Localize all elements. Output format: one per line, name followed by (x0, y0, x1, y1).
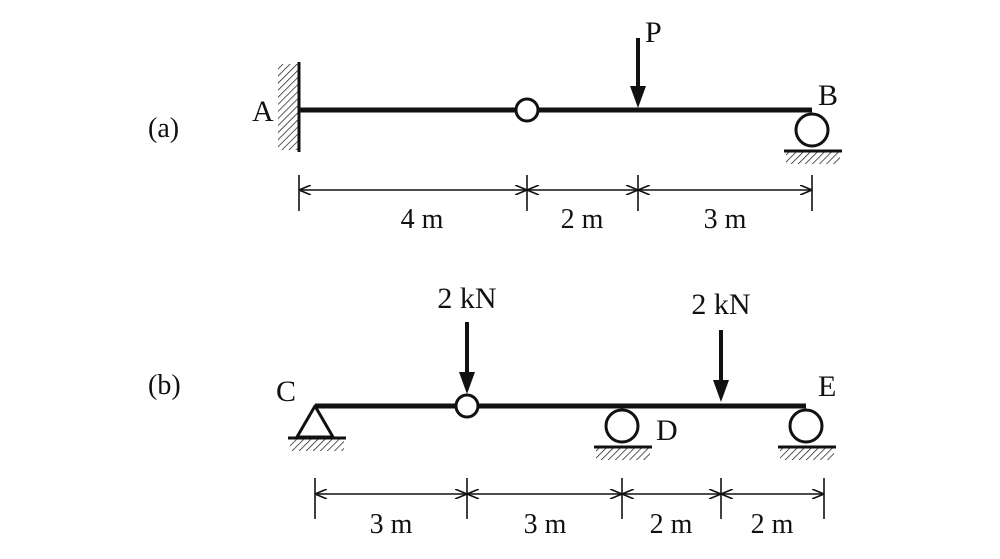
dim-b-1: 3 m (370, 509, 413, 540)
caption-a: (a) (148, 113, 179, 144)
fixed-support-a (278, 62, 301, 152)
hinge-b (454, 393, 480, 419)
load-2-label: 2 kN (691, 288, 750, 321)
dim-a-3: 3 m (704, 204, 747, 235)
load-p-arrow (630, 38, 646, 108)
dim-b-4: 2 m (751, 509, 794, 540)
dim-a-2: 2 m (561, 204, 604, 235)
dimension-lines-b (314, 478, 825, 519)
label-c: C (276, 375, 296, 408)
roller-support-d (594, 408, 652, 460)
roller-support-e (778, 408, 836, 460)
load-2-arrow (713, 330, 729, 402)
load-1-arrow (459, 322, 475, 394)
load-1-label: 2 kN (437, 282, 496, 315)
dimension-lines-a (298, 175, 813, 211)
dim-a-1: 4 m (401, 204, 444, 235)
diagram-a: (a) A P B (148, 16, 842, 235)
roller-support-b (784, 112, 842, 164)
pin-support-c (288, 404, 346, 451)
label-d: D (656, 414, 678, 447)
load-p-label: P (645, 16, 662, 49)
diagram-b: (b) C 2 kN D 2 kN (148, 282, 836, 540)
label-b: B (818, 79, 838, 112)
label-e: E (818, 370, 836, 403)
dim-b-2: 3 m (524, 509, 567, 540)
label-a: A (252, 95, 274, 128)
dim-b-3: 2 m (650, 509, 693, 540)
caption-b: (b) (148, 370, 181, 401)
hinge-a (514, 97, 540, 123)
